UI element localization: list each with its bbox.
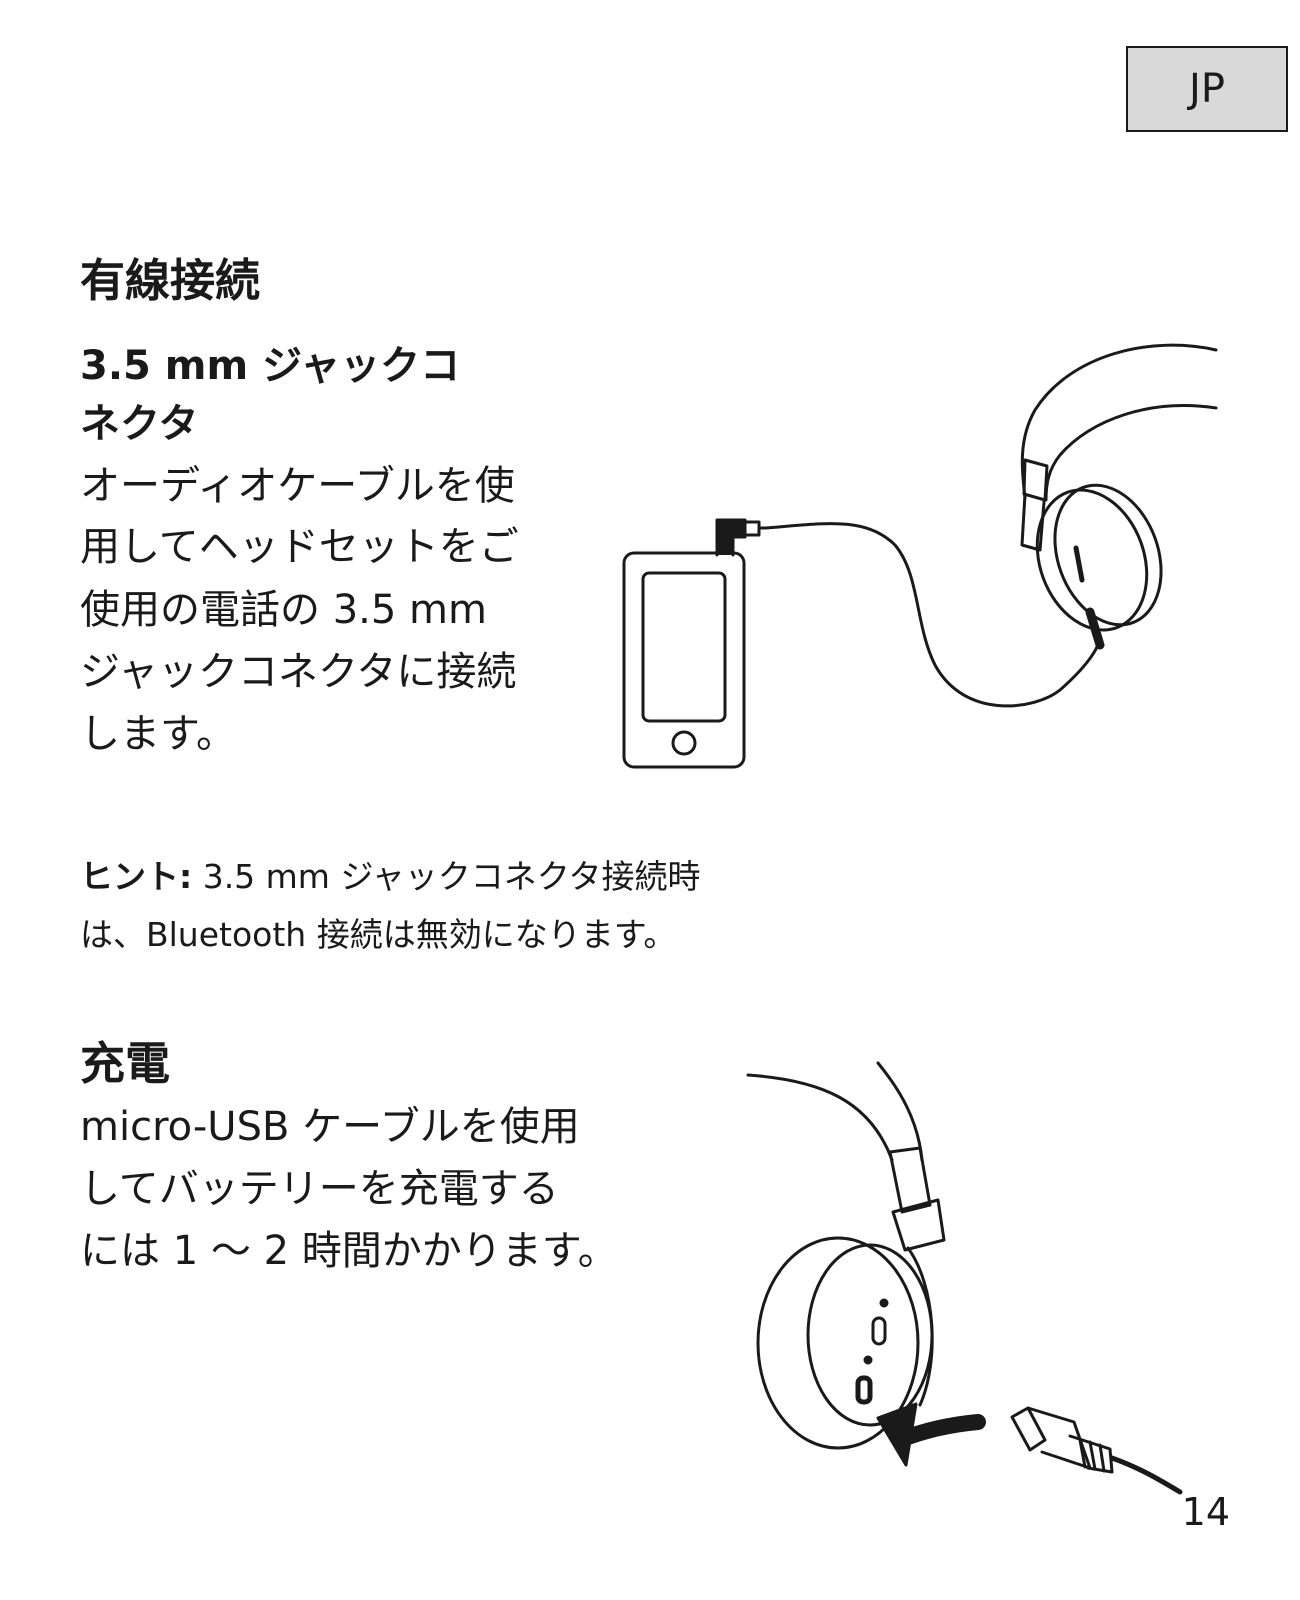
wired-body-line-3: 使用の電話の 3.5 mm (80, 587, 487, 633)
audio-cable (763, 522, 1102, 708)
wired-subheading-line-1: 3.5 mm ジャックコ (80, 343, 461, 389)
wired-body-line-5: します。 (80, 711, 236, 757)
wired-subheading-line-2: ネクタ (80, 401, 199, 447)
wired-body-line-1: オーディオケーブルを使 (80, 463, 515, 509)
micro-usb-connector-icon (1010, 1406, 1183, 1495)
tip-label: ヒント: (80, 857, 193, 896)
charging-body-line-1: micro-USB ケーブルを使用 (80, 1104, 580, 1150)
charging-body-line-2: してバッテリーを充電する (80, 1166, 559, 1212)
charging-body-line-3: には 1 〜 2 時間かかります。 (80, 1228, 618, 1274)
tip-line-2: は、Bluetooth 接続は無効になります。 (80, 915, 677, 954)
language-tab: JP (1126, 46, 1288, 132)
audio-jack-plug (715, 518, 767, 557)
page-number: 14 (1181, 1490, 1230, 1534)
wired-body-line-2: 用してヘッドセットをご (80, 524, 519, 570)
tip-text-line-1: 3.5 mm ジャックコネクタ接続時 (192, 857, 701, 896)
tip-line-1: ヒント: 3.5 mm ジャックコネクタ接続時 (80, 848, 700, 906)
wired-body-line-4: ジャックコネクタに接続 (80, 649, 517, 695)
headset-earcup-icon (746, 1061, 946, 1450)
insertion-arrow-icon (876, 1402, 986, 1467)
wired-heading: 有線接続 (80, 254, 261, 307)
smartphone-icon (622, 551, 746, 769)
headset-icon (1020, 343, 1218, 650)
charging-heading: 充電 (80, 1037, 171, 1090)
